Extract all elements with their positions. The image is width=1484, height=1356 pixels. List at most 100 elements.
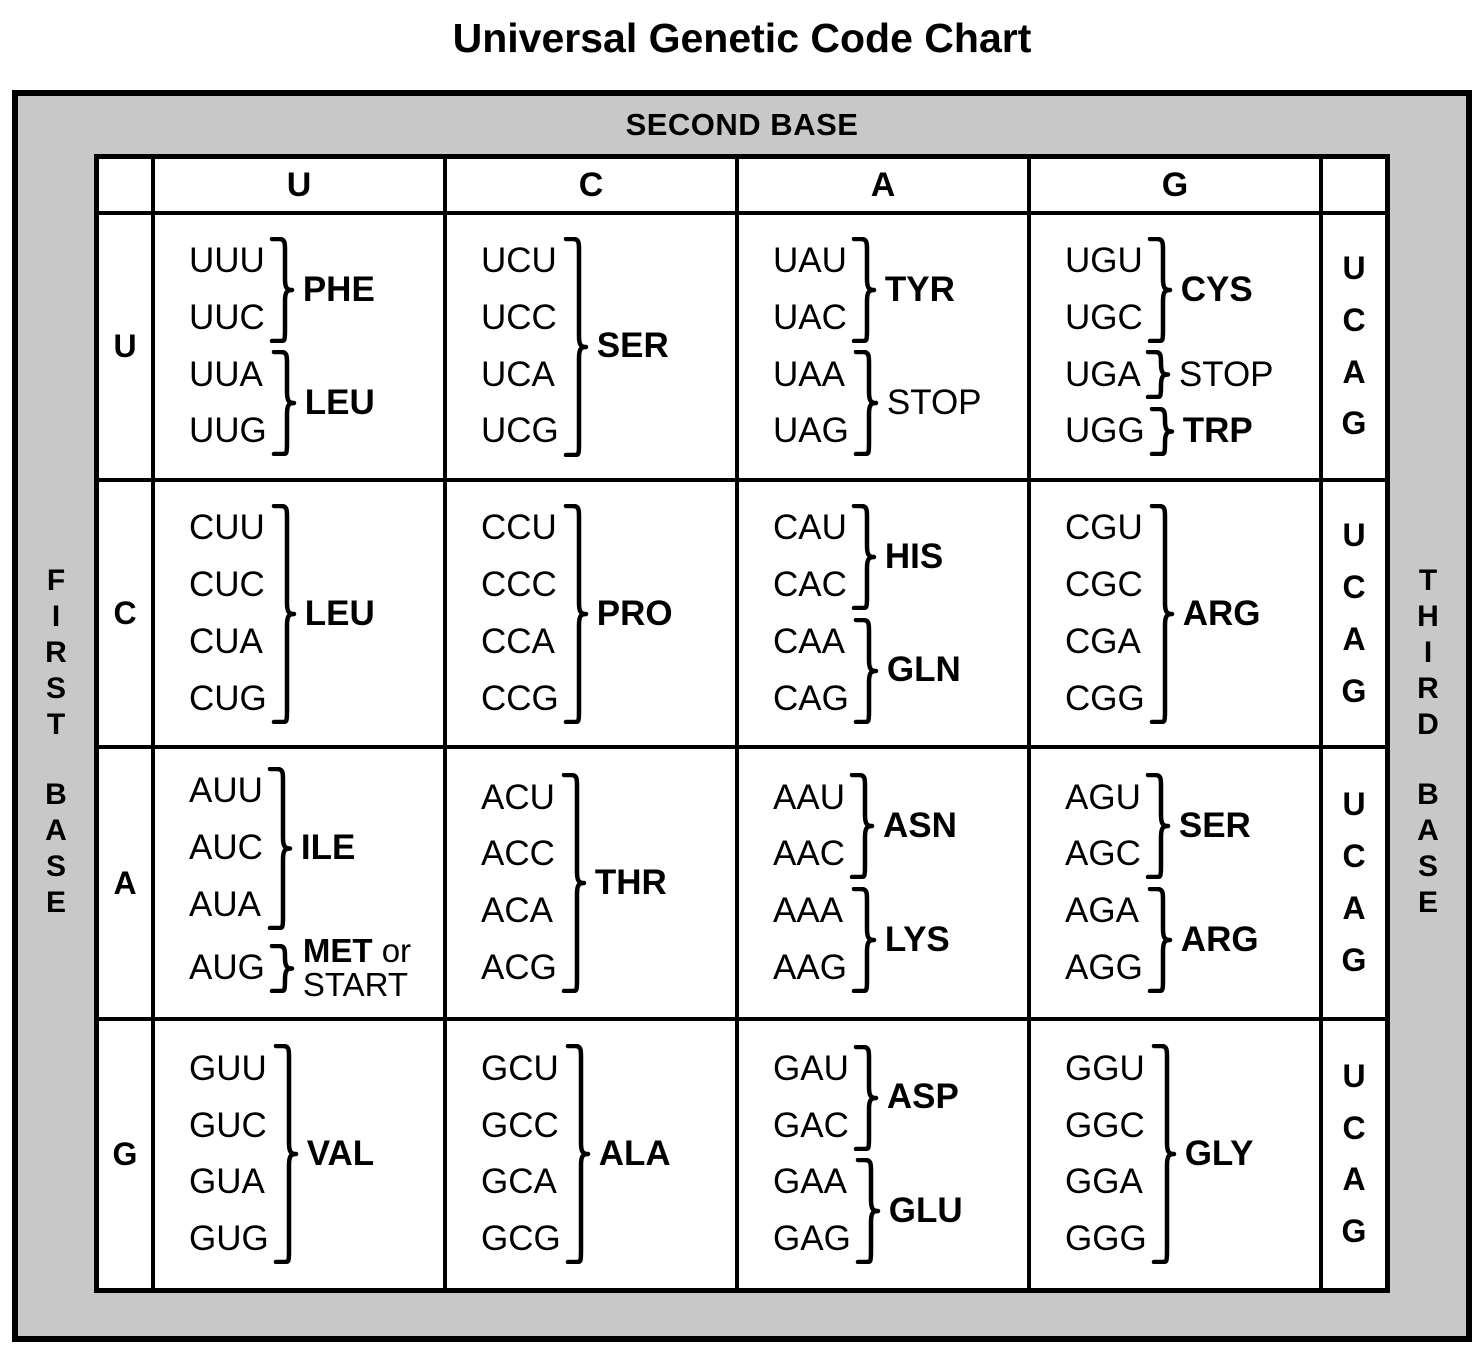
first-base-letter: T: [46, 708, 66, 741]
codon: AAC: [773, 834, 845, 874]
third-base-letter: A: [1342, 1161, 1366, 1198]
codon: UAC: [773, 297, 847, 337]
third-base-letter: T: [1418, 564, 1438, 597]
amino-acid-label: STOP: [886, 383, 982, 423]
codon-group-brace: [563, 503, 589, 724]
codon: GAC: [773, 1105, 849, 1145]
codon-group-brace: [565, 1044, 590, 1265]
codon: CCC: [481, 565, 557, 605]
third-base-letter: A: [1417, 814, 1439, 847]
codon: AGA: [1065, 891, 1139, 931]
codon: UAG: [773, 411, 849, 451]
amino-acid-label: GLY: [1184, 1134, 1254, 1174]
codon: UCC: [481, 297, 557, 337]
codon: GGC: [1065, 1105, 1145, 1145]
second-base-header-u: U: [155, 159, 447, 215]
codon: GCC: [481, 1105, 559, 1145]
codon: GAG: [773, 1219, 851, 1259]
codon-group-brace: [1147, 886, 1173, 993]
amino-acid-label: STOP: [1178, 354, 1274, 394]
codon: GUC: [189, 1105, 267, 1145]
amino-acid-label: ASP: [886, 1077, 959, 1117]
codon-group-brace: [853, 617, 879, 724]
third-base-letter: U: [1342, 786, 1366, 823]
codon: AGU: [1065, 777, 1141, 817]
codon: CUC: [189, 565, 265, 605]
codon-list: GAA GAG: [773, 1154, 851, 1267]
codon-group-brace: [269, 236, 295, 343]
codon-group-brace: [855, 1158, 881, 1265]
codon: ACU: [481, 777, 555, 817]
amino-acid-label: THR: [594, 862, 667, 902]
codon: GAA: [773, 1162, 847, 1202]
codon: CUU: [189, 508, 265, 548]
amino-acid-label: LEU: [304, 593, 375, 633]
codon: CCG: [481, 678, 559, 718]
amino-acid-label: VAL: [306, 1134, 375, 1174]
first-base-letter: I: [51, 600, 61, 633]
codon-group-brace: [561, 773, 587, 994]
codon: UCG: [481, 411, 559, 451]
amino-acid-label: HIS: [884, 536, 944, 576]
second-base-header-c: C: [447, 159, 739, 215]
codon-group-brace: [851, 504, 877, 611]
codon: GGG: [1065, 1219, 1147, 1259]
amino-acid-label: ARG: [1180, 919, 1259, 959]
codon-group: UGA STOP: [1065, 347, 1319, 404]
amino-acid-label: ASN: [882, 806, 957, 846]
amino-acid-label: ALA: [598, 1134, 671, 1174]
amino-acid-label: PRO: [596, 593, 673, 633]
codon-group-brace: [563, 236, 589, 457]
amino-acid-label: SER: [1178, 806, 1251, 846]
codon: CUA: [189, 621, 263, 661]
codon-group-brace: [851, 886, 877, 993]
amino-acid-conjunction: or: [372, 931, 412, 969]
third-base-letter: C: [1342, 569, 1366, 605]
codon-group-brace: [273, 1044, 298, 1265]
codon-group-brace: [1147, 236, 1173, 343]
codon-list: UGG: [1065, 403, 1145, 460]
table-corner-blank: [99, 159, 155, 215]
third-base-letter: A: [1342, 620, 1366, 657]
codon: UUG: [189, 411, 267, 451]
codon: UGA: [1065, 354, 1141, 394]
